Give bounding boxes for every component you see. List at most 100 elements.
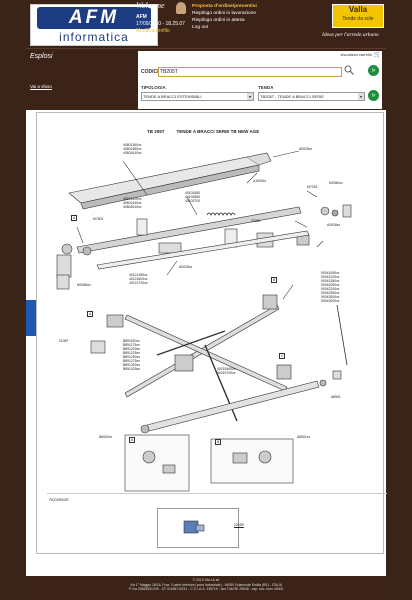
side-tab[interactable] — [26, 300, 36, 336]
part-label[interactable]: M0360xx — [329, 181, 343, 185]
part-label[interactable]: A8501xx — [297, 435, 311, 439]
accessory-part-icon — [183, 520, 205, 534]
user-avatar-icon — [176, 2, 186, 14]
part-label[interactable]: 40121600xx — [129, 277, 148, 281]
code-label: CODICE — [141, 69, 161, 75]
part-label[interactable]: 90043000xx — [321, 299, 340, 303]
brand-tagline: Ideas per l'arredo urbano — [322, 32, 379, 38]
accessory-code[interactable]: 22059 — [234, 523, 244, 527]
footer-copyright: © 2010 VALLA srl — [192, 578, 220, 582]
brand-subtitle: Tende da sole — [342, 16, 374, 22]
part-label[interactable]: 40103700 — [185, 199, 201, 203]
part-label[interactable]: 40121700xx — [129, 281, 148, 285]
part-label[interactable]: 40602610xx — [123, 205, 142, 209]
logout-link[interactable]: Log out — [192, 25, 209, 30]
part-label[interactable]: B891175xx — [123, 343, 140, 347]
footer-legal: P. Iva 00526531205 - CF 01188710211 - C.… — [128, 587, 284, 592]
go-to-loose-link[interactable]: Vai a sfuso — [30, 84, 52, 89]
diagram-title-desc: TENDE A BRACCI SERIE TB NEW AGE — [176, 129, 260, 134]
part-label[interactable]: 40121480xx — [129, 273, 148, 277]
search-icon[interactable] — [344, 65, 354, 75]
valla-logo[interactable]: Valla Tende da sole — [332, 4, 384, 28]
part-label[interactable]: B891200xx — [123, 347, 140, 351]
part-label[interactable]: 22060 — [251, 219, 261, 223]
part-label[interactable]: A0018xx — [179, 265, 193, 269]
part-label[interactable]: B6002xx — [99, 435, 113, 439]
part-label[interactable]: 40601300xx — [123, 197, 142, 201]
user-name: AFM — [136, 14, 147, 20]
type-select[interactable]: TENDE A BRACCI ESTENSIBILI ▾ — [141, 92, 254, 101]
detail-marker: A — [87, 311, 94, 317]
search-bar: Esplosi Vai a sfuso visualizza carrello … — [26, 48, 386, 111]
part-label[interactable]: 90042050xx — [321, 283, 340, 287]
logo-main: AFM — [37, 7, 151, 29]
part-label[interactable]: B891225xx — [123, 351, 140, 355]
part-label[interactable]: M7601 — [93, 217, 104, 221]
part-label[interactable]: 40103560 — [185, 195, 201, 199]
part-label[interactable]: 90041350xx — [321, 279, 340, 283]
orders-menu: Proposta d'ordine/preventivi Riepilogo o… — [192, 3, 257, 31]
part-label[interactable]: B891150xx — [123, 339, 140, 343]
code-input[interactable]: TB205T — [158, 67, 342, 77]
part-label[interactable]: A0918xx — [327, 223, 341, 227]
part-label[interactable]: 21087 — [59, 339, 69, 343]
awning-select[interactable]: TB205T - TENDE A BRACCI SERIE ▾ — [258, 92, 365, 101]
part-label[interactable]: 90042200xx — [321, 287, 340, 291]
proposals-link[interactable]: Proposta d'ordine/preventivi — [192, 4, 257, 9]
detail-marker: A — [129, 437, 136, 443]
diagram-drawing — [56, 150, 352, 492]
part-label[interactable]: 40601610xx — [123, 151, 142, 155]
accessories-divider — [47, 493, 387, 494]
section-title: Esplosi — [30, 53, 53, 60]
part-label[interactable]: B891325xx — [123, 367, 140, 371]
accessory-item[interactable]: 22059 — [157, 508, 244, 548]
accessories-label: Accessori — [49, 497, 69, 502]
part-label[interactable]: B891300xx — [123, 363, 140, 367]
code-go-button[interactable]: » — [368, 65, 379, 76]
footer-address: Via 1° Maggio 18/16, Fraz. Guerlo Inferi… — [130, 582, 282, 587]
part-label[interactable]: 90041200xx — [321, 275, 340, 279]
header: AFM informatica Welcome AFM 17/09/2010 -… — [26, 0, 386, 48]
part-label[interactable]: 40601440xx — [123, 201, 142, 205]
part-label[interactable]: 40103480 — [185, 191, 201, 195]
detail-marker: B — [271, 277, 278, 283]
edit-profile-link[interactable]: Modifica profilo — [136, 28, 170, 34]
part-label[interactable]: M7015 — [307, 185, 318, 189]
part-label[interactable]: 40215700xx — [217, 371, 236, 375]
part-label[interactable]: 90042500xx — [321, 295, 340, 299]
part-label[interactable]: 40215460xx — [217, 367, 236, 371]
awning-label: TENDA — [258, 85, 274, 90]
part-label[interactable]: A8901 — [331, 395, 341, 399]
view-cart-link[interactable]: visualizza carrello — [340, 52, 372, 57]
part-label[interactable]: B891275xx — [123, 359, 140, 363]
detail-marker: B — [215, 439, 222, 445]
orders-in-progress-link[interactable]: Riepilogo ordini in lavorazione — [192, 11, 256, 16]
logo-sub: informatica — [59, 30, 129, 44]
part-label[interactable]: A0925xx — [299, 147, 313, 151]
detail-marker: C — [279, 353, 286, 359]
type-label: TIPOLOGIA — [141, 85, 166, 90]
part-label[interactable]: 90042350xx — [321, 291, 340, 295]
welcome-text: Welcome — [136, 1, 165, 10]
chevron-down-icon: ▾ — [247, 93, 253, 100]
orders-waiting-link[interactable]: Riepilogo ordini in attesa — [192, 18, 245, 23]
part-label[interactable]: 90041050xx — [321, 271, 340, 275]
user-info: AFM 17/09/2010 - 18.25.07 Modifica profi… — [136, 14, 185, 35]
detail-marker: A — [71, 215, 78, 221]
part-label[interactable]: B891250xx — [123, 355, 140, 359]
login-datetime: 17/09/2010 - 18.25.07 — [136, 21, 185, 27]
afm-logo[interactable]: AFM informatica — [30, 4, 158, 46]
part-label[interactable]: M0366xx — [77, 283, 91, 287]
part-label[interactable]: 40601480xx — [123, 147, 142, 151]
cart-icon[interactable]: 🛒 — [373, 52, 381, 58]
chevron-down-icon: ▾ — [358, 93, 364, 100]
awning-go-button[interactable]: » — [368, 90, 379, 101]
part-label[interactable]: A1003xx — [253, 179, 267, 183]
part-label[interactable]: 40601360xx — [123, 143, 142, 147]
type-select-value: TENDE A BRACCI ESTENSIBILI — [143, 94, 202, 99]
search-panel: visualizza carrello 🛒 CODICE TB205T » TI… — [138, 51, 382, 109]
